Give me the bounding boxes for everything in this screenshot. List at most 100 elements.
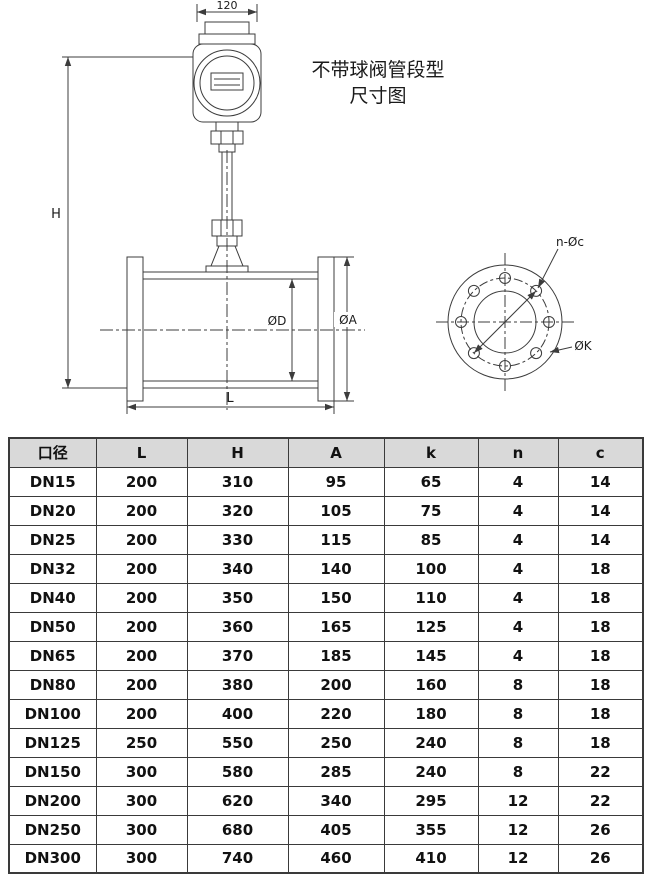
dimension-value: 140: [287, 553, 385, 584]
dim-height: [62, 56, 193, 389]
dimension-value: 310: [186, 466, 289, 497]
dimension-value: 200: [95, 553, 188, 584]
diameter-label: DN80: [8, 669, 97, 700]
dimension-value: 250: [95, 727, 188, 758]
pipe-body: [126, 256, 335, 402]
dim-length: [126, 401, 335, 414]
dimension-value: 4: [477, 466, 559, 497]
dimension-value: 8: [477, 669, 559, 700]
height-dim-label: H: [51, 207, 61, 222]
dimension-value: 12: [477, 843, 559, 874]
top-width-dim-label: 120: [217, 0, 238, 12]
dimension-value: 4: [477, 582, 559, 613]
centerlines: [100, 150, 365, 410]
bolt-holes-label: n-Øc: [556, 235, 584, 249]
column-header-H: H: [186, 437, 289, 468]
dimension-value: 340: [287, 785, 385, 816]
dimension-value: 300: [95, 814, 188, 845]
diameter-label: DN25: [8, 524, 97, 555]
dimension-value: 200: [95, 640, 188, 671]
dimension-value: 4: [477, 640, 559, 671]
diameter-label: DN40: [8, 582, 97, 613]
dimension-value: 18: [557, 553, 644, 584]
dimension-value: 240: [383, 756, 479, 787]
diameter-label: DN250: [8, 814, 97, 845]
dimension-value: 200: [95, 466, 188, 497]
dimension-value: 200: [95, 669, 188, 700]
diameter-label: DN32: [8, 553, 97, 584]
dimension-value: 295: [383, 785, 479, 816]
dimension-value: 12: [477, 814, 559, 845]
drawing-labels: 120 不带球阀管段型 尺寸图 H ØD ØA L n-Øc ØK: [51, 0, 593, 406]
diameter-label: DN300: [8, 843, 97, 874]
dimension-value: 410: [383, 843, 479, 874]
dimension-value: 22: [557, 785, 644, 816]
dimension-value: 550: [186, 727, 289, 758]
dimension-value: 18: [557, 640, 644, 671]
dimension-value: 380: [186, 669, 289, 700]
flange-face-view: [436, 248, 574, 391]
transmitter-head: [192, 21, 262, 123]
dimension-value: 18: [557, 582, 644, 613]
dimension-value: 22: [557, 756, 644, 787]
dimension-value: 14: [557, 524, 644, 555]
dimension-value: 165: [287, 611, 385, 642]
dimension-value: 18: [557, 727, 644, 758]
dimension-value: 65: [383, 466, 479, 497]
dimension-value: 75: [383, 495, 479, 526]
dimension-value: 200: [95, 495, 188, 526]
dimension-value: 8: [477, 727, 559, 758]
column-header-A: A: [287, 437, 385, 468]
dimension-value: 125: [383, 611, 479, 642]
dimension-value: 18: [557, 611, 644, 642]
dimension-value: 340: [186, 553, 289, 584]
dimension-value: 200: [95, 582, 188, 613]
diameter-label: DN65: [8, 640, 97, 671]
dimension-value: 740: [186, 843, 289, 874]
dimension-value: 150: [287, 582, 385, 613]
dimension-value: 160: [383, 669, 479, 700]
dimension-value: 4: [477, 611, 559, 642]
dimension-value: 18: [557, 698, 644, 729]
dimension-value: 95: [287, 466, 385, 497]
dimension-value: 580: [186, 756, 289, 787]
dim-flange-diameter: [334, 256, 354, 402]
label-backplates: [264, 312, 362, 327]
dimension-value: 105: [287, 495, 385, 526]
dimension-value: 12: [477, 785, 559, 816]
dimension-value: 8: [477, 756, 559, 787]
dimension-value: 370: [186, 640, 289, 671]
dimension-value: 100: [383, 553, 479, 584]
dimension-value: 400: [186, 698, 289, 729]
dimension-value: 14: [557, 495, 644, 526]
dim-top-width: [196, 4, 258, 22]
dimension-value: 220: [287, 698, 385, 729]
dimension-value: 405: [287, 814, 385, 845]
dimension-value: 145: [383, 640, 479, 671]
dimension-value: 115: [287, 524, 385, 555]
dimension-value: 200: [95, 524, 188, 555]
drawing-svg: 120 不带球阀管段型 尺寸图 H ØD ØA L n-Øc ØK: [51, 0, 593, 414]
dimension-value: 250: [287, 727, 385, 758]
dimension-value: 185: [287, 640, 385, 671]
drawing-lines: [62, 4, 574, 414]
dimension-value: 680: [186, 814, 289, 845]
dimension-value: 200: [95, 698, 188, 729]
dimension-value: 4: [477, 524, 559, 555]
diagram-title-line2: 尺寸图: [349, 85, 406, 107]
dimension-value: 14: [557, 466, 644, 497]
column-header-L: L: [95, 437, 188, 468]
dimension-value: 200: [287, 669, 385, 700]
column-header-k: k: [383, 437, 479, 468]
